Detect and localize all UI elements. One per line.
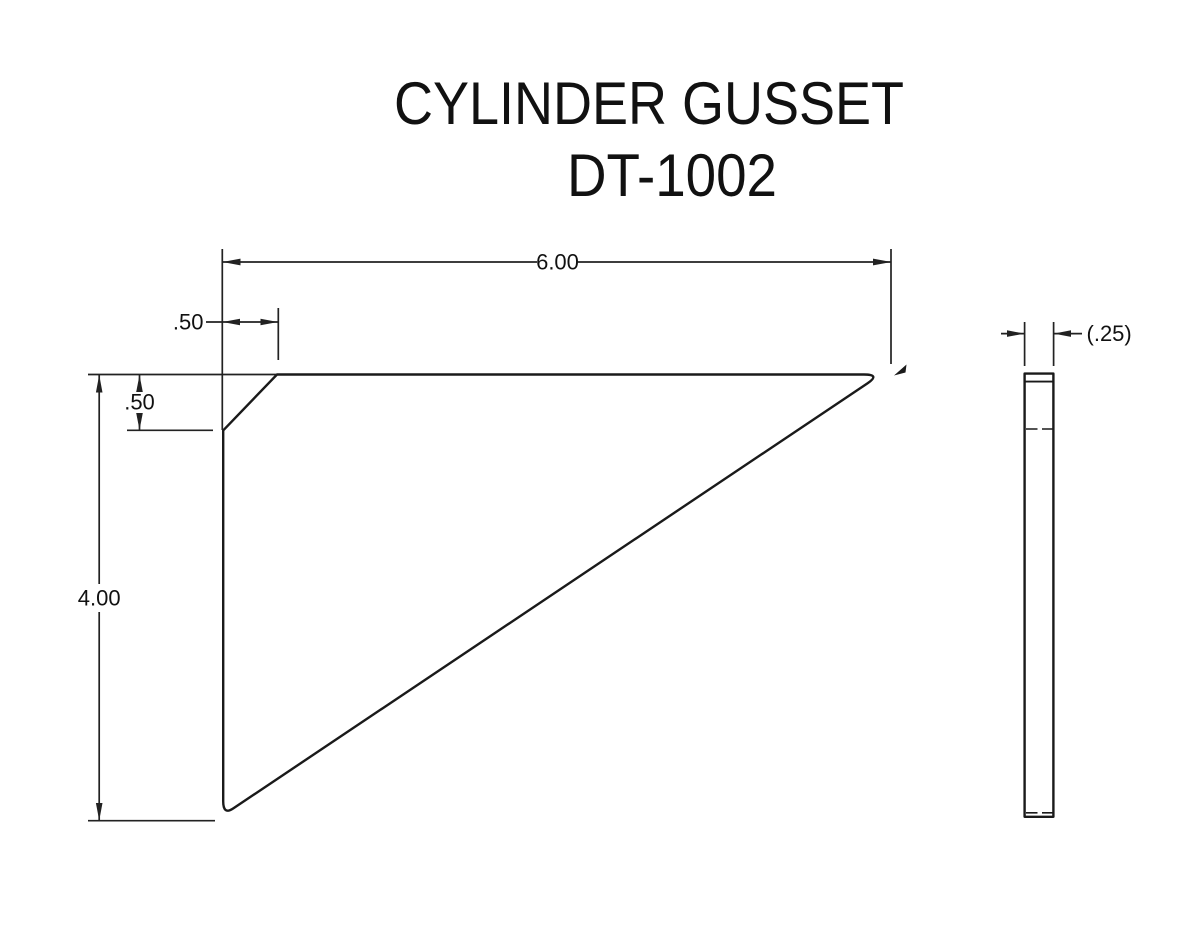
corner-tick xyxy=(894,364,907,376)
side-view: (.25) xyxy=(1001,321,1132,818)
arrowhead-left xyxy=(222,318,240,326)
arrowhead-right xyxy=(873,258,891,266)
arrowhead-left-pointing xyxy=(1053,330,1071,337)
dim-chamfer-height-label: .50 xyxy=(124,390,155,415)
arrowhead-up xyxy=(136,375,143,392)
dim-overall-height: 4.00 xyxy=(78,374,215,822)
arrowhead-down xyxy=(136,413,143,430)
dim-chamfer-width: .50 xyxy=(173,308,280,360)
dim-thickness-label: (.25) xyxy=(1087,321,1132,346)
arrowhead-down xyxy=(95,803,103,821)
arrowhead-left xyxy=(222,258,241,266)
arrowhead-right-pointing xyxy=(1007,330,1025,337)
dim-chamfer-height: .50 xyxy=(124,374,213,432)
front-view: 6.00 .50 .50 4.00 xyxy=(78,249,907,822)
arrowhead-up xyxy=(95,375,103,393)
title-block: CYLINDER GUSSET DT-1002 xyxy=(394,70,904,209)
dim-overall-width: 6.00 xyxy=(222,249,892,364)
dim-chamfer-width-label: .50 xyxy=(173,310,204,335)
plate-outline xyxy=(1023,372,1055,818)
dim-thickness: (.25) xyxy=(1001,321,1132,366)
gusset-outline xyxy=(221,373,875,812)
dim-overall-width-label: 6.00 xyxy=(536,250,579,275)
dim-overall-height-label: 4.00 xyxy=(78,586,121,611)
drawing-title: CYLINDER GUSSET xyxy=(394,70,904,137)
arrowhead-right xyxy=(260,318,278,326)
drawing-part-number: DT-1002 xyxy=(567,142,777,209)
